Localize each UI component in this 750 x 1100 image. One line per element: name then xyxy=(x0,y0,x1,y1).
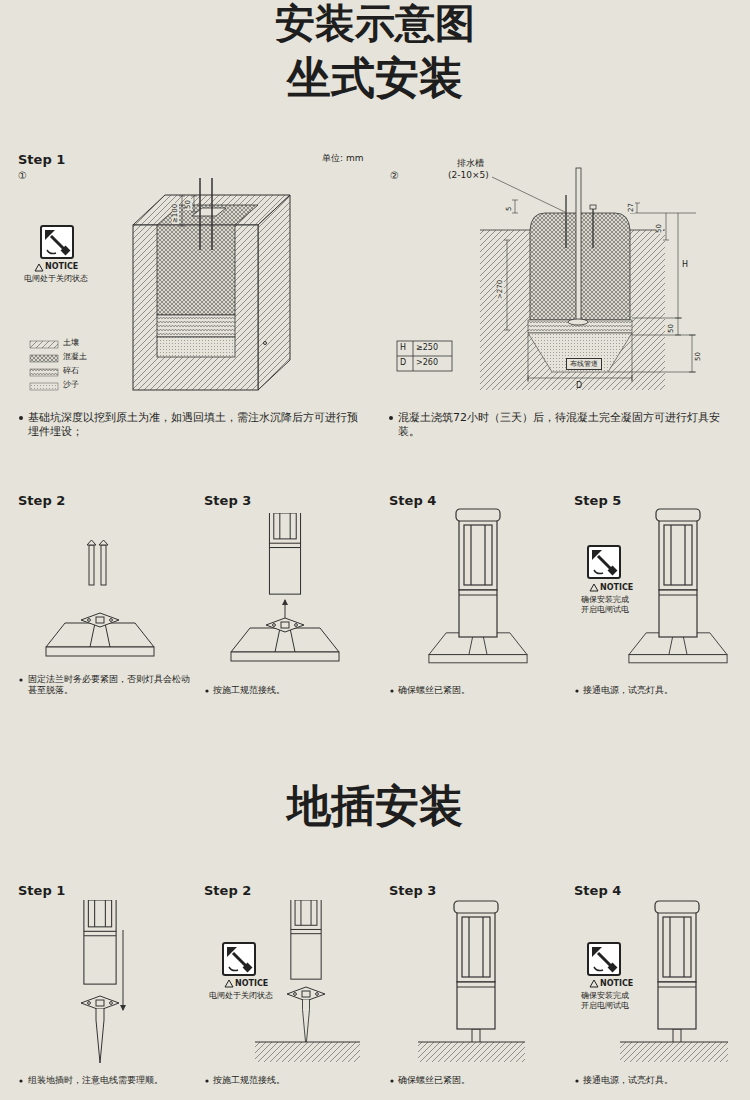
sub-step-number: ① xyxy=(18,170,27,183)
dimension-value: 27 xyxy=(628,202,635,213)
part-name: 排水槽 xyxy=(457,158,484,169)
table-cell: D xyxy=(400,358,406,368)
note-text: 固定法兰时务必要紧固，否则灯具会松动甚至脱落。 xyxy=(28,674,190,697)
dimension-value: 5 xyxy=(506,206,513,212)
label-box: 布线管道 xyxy=(566,358,602,370)
notice-text: 电闸处于关闭状态 xyxy=(24,274,88,284)
note-text: 接通电源，试亮灯具。 xyxy=(583,685,673,696)
step-label: Step 4 xyxy=(389,493,436,509)
unit-note: 单位: mm xyxy=(322,153,363,164)
step-label: Step 2 xyxy=(18,493,65,509)
section-heading: 坐式安装 xyxy=(0,50,750,105)
dimension-value: >270 xyxy=(497,279,504,300)
box-text: 布线管道 xyxy=(570,360,598,368)
note-text: 基础坑深度以挖到原土为准，如遇回填土，需注水沉降后方可进行预埋件埋设； xyxy=(28,411,368,439)
note-text: 混凝土浇筑72小时（三天）后，待混凝土完全凝固方可进行灯具安装。 xyxy=(398,411,740,439)
step-label: Step 1 xyxy=(18,152,65,168)
notice-text: 电闸处于关闭状态 xyxy=(209,991,273,1001)
page-title: 安装示意图 xyxy=(0,0,750,46)
note-text: 接通电源，试亮灯具。 xyxy=(583,1075,673,1086)
step-label: Step 3 xyxy=(204,493,251,509)
sub-step-number: ② xyxy=(390,170,399,183)
legend-text: 沙子 xyxy=(63,380,79,390)
legend-text: 混凝土 xyxy=(63,352,87,362)
dimension-value: 50 xyxy=(656,223,663,234)
table-cell: H xyxy=(400,343,406,353)
note-text: 组装地插时，注意电线需要理顺。 xyxy=(28,1075,163,1086)
step-label: Step 1 xyxy=(18,883,65,899)
notice-text: 确保安装完成 开启电闸试电 xyxy=(578,595,632,615)
note-text: 确保螺丝已紧固。 xyxy=(398,1075,470,1086)
dimension-value: 50 xyxy=(185,199,192,210)
step-label: Step 3 xyxy=(389,883,436,899)
note-text: 按施工规范接线。 xyxy=(213,685,285,696)
notice-label: NOTICE xyxy=(235,979,268,989)
table-cell: >260 xyxy=(416,358,438,368)
dimension-value: 50 xyxy=(695,351,702,362)
notice-label: NOTICE xyxy=(600,583,633,593)
step-label: Step 4 xyxy=(574,883,621,899)
dimension-value: ≥100 xyxy=(172,203,179,224)
legend-text: 碎石 xyxy=(63,366,79,376)
notice-label: NOTICE xyxy=(45,262,78,272)
note-text: 按施工规范接线。 xyxy=(213,1075,285,1086)
notice-label: NOTICE xyxy=(600,979,633,989)
notice-text: 确保安装完成 开启电闸试电 xyxy=(578,991,632,1011)
part-spec: (2-10×5) xyxy=(448,170,489,181)
step-label: Step 5 xyxy=(574,493,621,509)
table-cell: ≥250 xyxy=(416,343,438,353)
dimension-value: H xyxy=(682,260,688,270)
step-label: Step 2 xyxy=(204,883,251,899)
legend-text: 土壤 xyxy=(63,338,79,348)
note-text: 确保螺丝已紧固。 xyxy=(398,685,470,696)
dimension-value: D xyxy=(576,381,582,391)
section-heading: 地插安装 xyxy=(0,778,750,833)
dimension-value: 50 xyxy=(668,323,675,334)
